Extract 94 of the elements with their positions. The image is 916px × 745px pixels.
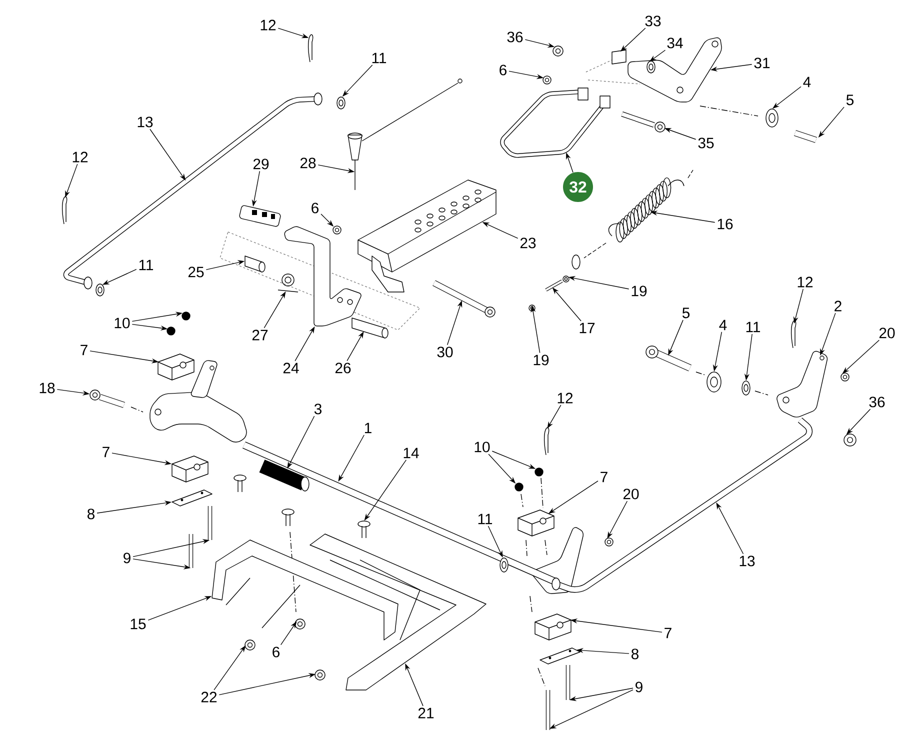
lever-plate (628, 37, 722, 102)
spacer (612, 50, 626, 64)
lever-arm (776, 350, 828, 418)
bracket (158, 354, 194, 380)
callout-number: 16 (718, 218, 733, 230)
bolt (621, 112, 666, 132)
callout-badge: 32 (563, 172, 593, 202)
callout-number: 34 (667, 38, 683, 48)
bolt (208, 506, 212, 540)
nut (552, 46, 564, 56)
callout-number: 27 (252, 330, 268, 340)
callout-number: 17 (580, 322, 595, 334)
rod (242, 442, 558, 586)
bushing (244, 256, 266, 272)
callout-number: 6 (272, 646, 280, 658)
bolt (90, 390, 125, 408)
washer (336, 96, 346, 110)
callout-number: 11 (372, 52, 386, 64)
nut (166, 326, 176, 336)
callout-number: 5 (846, 94, 854, 106)
hair-pin-clip (791, 320, 796, 348)
callout-number: 11 (746, 322, 760, 332)
callout-number: 22 (201, 692, 217, 702)
callout-number: 36 (869, 396, 885, 408)
pin (545, 280, 563, 292)
mounting-bracket (212, 540, 398, 640)
rod (64, 92, 322, 290)
bracket (534, 614, 572, 640)
nut (332, 226, 342, 234)
washer (96, 284, 104, 296)
callout-number: 1 (365, 422, 372, 434)
callout-number: 4 (719, 320, 727, 330)
extension-spring (608, 177, 684, 242)
callout-number: 5 (682, 308, 690, 318)
bolt (646, 346, 692, 372)
callout-number: 7 (80, 344, 88, 356)
pedal (358, 180, 496, 292)
bolt (794, 130, 817, 143)
nut (314, 670, 326, 680)
callout-number: 31 (754, 58, 770, 68)
bolt (188, 534, 194, 568)
hair-pin-clip (308, 34, 314, 62)
bushing (352, 318, 388, 338)
grip (259, 460, 310, 492)
nut (542, 76, 552, 84)
callout-number: 7 (102, 446, 110, 458)
hair-pin-clip (544, 427, 550, 456)
callout-number: 12 (558, 392, 573, 404)
callout-number: 8 (632, 648, 638, 660)
nut (844, 434, 856, 446)
callout-number: 15 (130, 618, 146, 630)
callout-number: 26 (335, 362, 351, 374)
callout-number: 4 (803, 76, 811, 88)
callout-number: 23 (520, 238, 536, 248)
callout-number: 21 (418, 708, 434, 718)
callout-number: 9 (124, 552, 130, 564)
rod (552, 418, 812, 593)
washer (742, 380, 750, 396)
callout-number: 20 (879, 328, 895, 338)
nut (562, 276, 570, 282)
callout-number: 30 (437, 346, 453, 358)
callout-number: 9 (636, 682, 642, 692)
callout-number: 7 (664, 628, 672, 638)
callout-number: 18 (40, 382, 55, 394)
callout-number: 36 (507, 32, 523, 42)
callout-number: 35 (698, 138, 714, 148)
handle (500, 88, 610, 158)
callout-number: 10 (114, 318, 130, 328)
callout-number: 2 (834, 300, 842, 312)
mounting-plate (172, 490, 212, 506)
frame (310, 534, 486, 690)
callout-number: 24 (283, 362, 299, 374)
callout-number: 33 (645, 16, 661, 26)
bracket (172, 456, 208, 482)
callout-number: 3 (314, 404, 322, 414)
nut (294, 618, 306, 630)
pedal-arm (284, 226, 362, 326)
callout-number: 12 (260, 20, 276, 30)
callout-number: 12 (798, 276, 813, 288)
nut (840, 372, 850, 382)
hair-pin-clip (62, 196, 68, 224)
torsion-spring (278, 274, 298, 292)
callout-number: 19 (632, 286, 647, 296)
callout-number: 6 (500, 64, 506, 76)
bolt (432, 280, 496, 318)
bolt (566, 665, 570, 700)
knob (348, 78, 462, 190)
mounting-plate (540, 648, 580, 664)
washer (706, 372, 722, 392)
nut (244, 640, 256, 650)
washer (766, 108, 778, 128)
bolt (546, 690, 550, 730)
callout-number: 8 (88, 508, 94, 520)
callout-number: 19 (534, 354, 549, 366)
